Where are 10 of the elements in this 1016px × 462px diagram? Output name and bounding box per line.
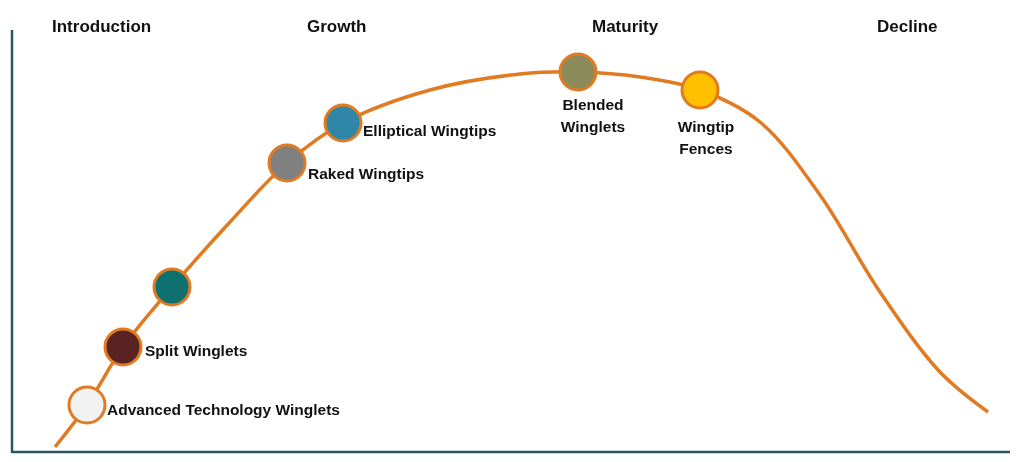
stage-label: Elliptical Wingtips	[363, 121, 497, 141]
stage-label: Wingtip Fences	[676, 117, 736, 159]
stage-label: Split Winglets	[145, 341, 248, 361]
phase-heading: Introduction	[52, 16, 152, 38]
phase-heading: Maturity	[592, 16, 659, 38]
stage-label: Raked Wingtips	[308, 164, 425, 184]
stage-label: Blended Winglets	[559, 95, 627, 137]
phase-heading: Growth	[307, 16, 367, 38]
stage-label: Advanced Technology Winglets	[107, 400, 340, 420]
phase-heading: Decline	[877, 16, 938, 38]
